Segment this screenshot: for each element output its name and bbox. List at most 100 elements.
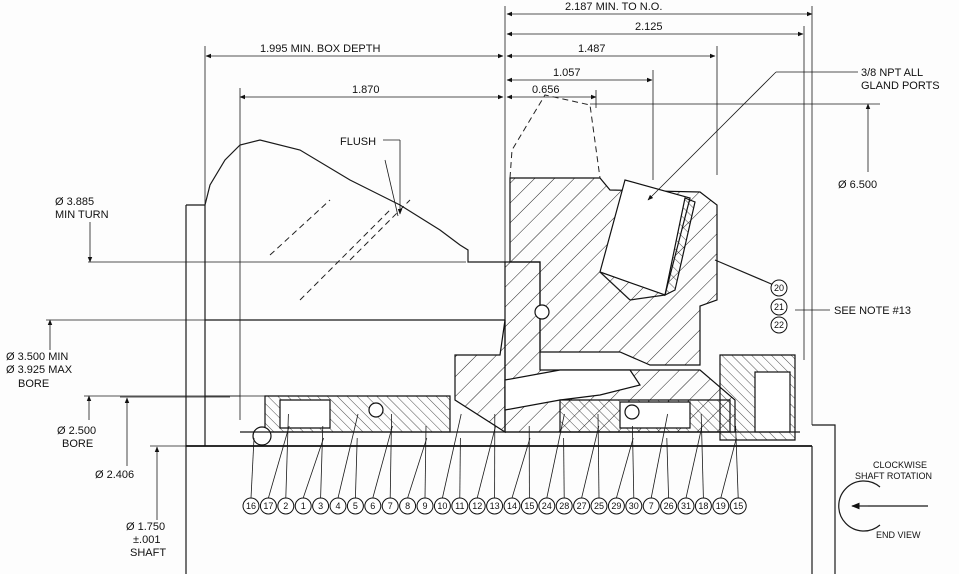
balloon-leader-line (650, 413, 668, 499)
end-view-label: END VIEW (876, 530, 921, 540)
side-balloon: 22 (770, 316, 788, 334)
balloon-leader-line (581, 425, 600, 499)
balloon-leader-line (720, 437, 737, 499)
balloon-number: 14 (507, 501, 517, 511)
balloon-number: 9 (422, 501, 427, 511)
balloon-circle (381, 497, 399, 515)
balloon-leader-line (268, 425, 290, 499)
dia-1750-line3: SHAFT (130, 547, 166, 559)
balloon-circle (416, 497, 434, 515)
part-balloon: 9 (416, 497, 434, 515)
part-balloon: 28 (555, 497, 573, 515)
pump-wall (185, 424, 836, 574)
part-balloon: 19 (712, 497, 730, 515)
part-balloon: 31 (677, 497, 695, 515)
part-balloon: 3 (312, 497, 330, 515)
part-balloon: 7 (381, 497, 399, 515)
balloon-leader-line (355, 437, 358, 499)
balloon-number: 1 (301, 501, 306, 511)
part-balloon: 18 (694, 497, 712, 515)
balloon-number: 10 (437, 501, 447, 511)
dim-box-depth: 1.995 MIN. BOX DEPTH (260, 43, 380, 55)
dia-3885-line1: Ø 3.885 (55, 196, 94, 208)
balloon-leader-line (320, 425, 324, 499)
part-balloon: 13 (486, 497, 504, 515)
balloon-circle (625, 497, 643, 515)
balloon-circle (486, 497, 504, 515)
part-balloon: 12 (468, 497, 486, 515)
balloon-leader-line (407, 437, 428, 499)
dimension-lines (46, 6, 880, 520)
balloon-leader-line (511, 437, 531, 499)
balloon-number: 8 (405, 501, 410, 511)
balloon-circle (364, 497, 382, 515)
rotation-line1: CLOCKWISE (873, 460, 927, 470)
balloon-number: 5 (353, 501, 358, 511)
part-balloon: 27 (573, 497, 591, 515)
balloon-circle (520, 497, 538, 515)
balloon-circle (259, 497, 277, 515)
balloon-leader-line (616, 437, 634, 499)
part-balloon: 2 (277, 497, 295, 515)
dim-1870: 1.870 (352, 84, 380, 96)
dim-0656: 0.656 (532, 84, 560, 96)
dia-6500-label: Ø 6.500 (838, 179, 877, 191)
part-balloon: 10 (433, 497, 451, 515)
part-balloon: 17 (259, 497, 277, 515)
balloon-circle (607, 497, 625, 515)
callout-leaders (383, 71, 858, 311)
balloon-circle (729, 497, 747, 515)
side-balloon: 20 (770, 279, 788, 297)
balloon-number: 4 (335, 501, 340, 511)
balloon-circle (451, 497, 469, 515)
balloon-number: 21 (774, 302, 784, 312)
part-balloon: 15 (729, 497, 747, 515)
balloon-leader-line (337, 413, 359, 499)
balloon-leaders (250, 413, 739, 499)
balloon-circle (242, 497, 260, 515)
balloon-leader-line (285, 413, 289, 499)
balloon-leader-line (666, 437, 669, 499)
dia-3885-line2: MIN TURN (55, 209, 109, 221)
balloon-number: 29 (611, 501, 621, 511)
balloon-leader-line (442, 413, 462, 499)
part-balloon: 6 (364, 497, 382, 515)
balloon-leader-line (372, 425, 393, 499)
balloon-leader-line (685, 425, 703, 499)
npt-label-line2: GLAND PORTS (861, 80, 940, 92)
part-balloon: 15 (520, 497, 538, 515)
balloon-leader-line (302, 437, 324, 499)
balloon-number: 22 (774, 320, 784, 330)
dimension-labels: 2.187 MIN. TO N.O. 2.125 1.995 MIN. BOX … (260, 1, 663, 96)
balloon-circle (770, 316, 788, 334)
dia-3500-line2: Ø 3.925 MAX (6, 364, 73, 376)
balloon-circle (694, 497, 712, 515)
flush-label: FLUSH (340, 136, 376, 148)
gland (509, 94, 777, 366)
balloon-circle (573, 497, 591, 515)
balloon-number: 18 (698, 501, 708, 511)
balloon-leader-line (700, 413, 704, 499)
dim-1487: 1.487 (578, 43, 606, 55)
balloon-leader-line (424, 425, 427, 499)
dia-1750-line1: Ø 1.750 (126, 521, 165, 533)
balloon-number: 24 (542, 501, 552, 511)
balloon-leader-line (735, 425, 739, 499)
side-balloon: 21 (770, 298, 788, 316)
part-balloon: 11 (451, 497, 469, 515)
part-balloon: 7 (642, 497, 660, 515)
balloon-circle (433, 497, 451, 515)
balloon-number: 25 (594, 501, 604, 511)
balloon-number: 7 (649, 501, 654, 511)
dia-1750-line2: ±.001 (133, 534, 160, 546)
part-balloon: 4 (329, 497, 347, 515)
rotation-line2: SHAFT ROTATION (855, 471, 932, 481)
balloon-circle (712, 497, 730, 515)
part-balloon: 26 (660, 497, 678, 515)
balloon-leader-line (597, 413, 600, 499)
balloon-number: 2 (283, 501, 288, 511)
dia-2406-label: Ø 2.406 (95, 469, 134, 481)
part-balloon: 30 (625, 497, 643, 515)
